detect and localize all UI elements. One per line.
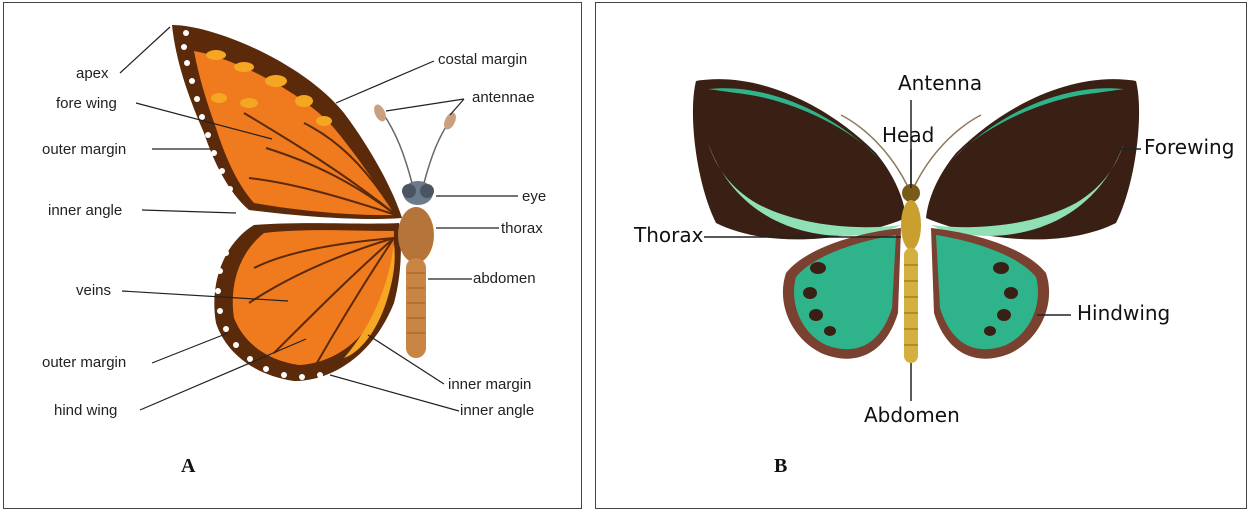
label-costal-margin: costal margin	[438, 52, 527, 67]
caption-b: B	[774, 456, 787, 476]
label-fore-wing: fore wing	[56, 96, 117, 111]
label-outer-margin-hind: outer margin	[42, 355, 126, 370]
label-thorax: thorax	[501, 221, 543, 236]
label-thorax-b: Thorax	[634, 225, 703, 245]
caption-a: A	[181, 456, 195, 476]
label-forewing: Forewing	[1144, 137, 1234, 157]
label-hindwing: Hindwing	[1077, 303, 1170, 323]
label-hind-wing: hind wing	[54, 403, 117, 418]
label-apex: apex	[76, 66, 109, 81]
label-outer-margin-fore: outer margin	[42, 142, 126, 157]
label-inner-angle-hind: inner angle	[460, 403, 534, 418]
label-head: Head	[882, 125, 934, 145]
label-eye: eye	[522, 189, 546, 204]
panel-a-monarch-diagram: apex fore wing outer margin inner angle …	[3, 2, 582, 509]
label-abdomen: abdomen	[473, 271, 536, 286]
label-inner-angle-fore: inner angle	[48, 203, 122, 218]
label-antenna: Antenna	[898, 73, 982, 93]
label-inner-margin: inner margin	[448, 377, 531, 392]
panel-b-birdwing-diagram: Antenna Head Forewing Thorax Hindwing Ab…	[595, 2, 1247, 509]
label-veins: veins	[76, 283, 111, 298]
label-abdomen-b: Abdomen	[864, 405, 960, 425]
label-antennae: antennae	[472, 90, 535, 105]
